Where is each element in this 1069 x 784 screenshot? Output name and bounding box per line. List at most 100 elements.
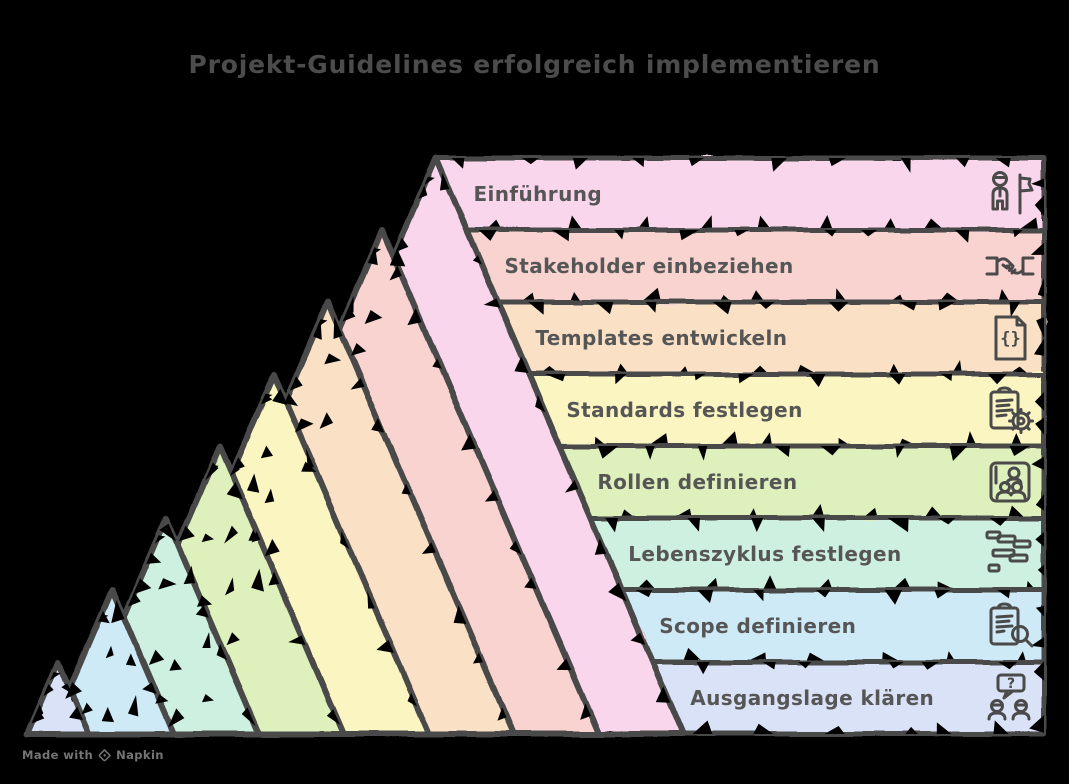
sketch-notch: [169, 658, 182, 671]
sketch-notch: [1034, 392, 1044, 411]
sketch-notch: [936, 722, 952, 734]
sketch-notch: [324, 353, 342, 365]
sketch-notch: [738, 374, 754, 384]
team-card-icon: [984, 456, 1036, 508]
sketch-notch: [820, 446, 841, 456]
band-0-fill: [436, 158, 1044, 230]
level-label: Lebenszyklus festlegen: [628, 542, 902, 566]
sketch-notch: [544, 374, 566, 382]
sketch-notch: [472, 255, 482, 265]
handshake-icon: [984, 240, 1036, 292]
sketch-notch: [861, 230, 878, 237]
sketch-notch: [551, 230, 570, 242]
sketch-notch: [376, 639, 394, 653]
sketch-notch: [295, 418, 314, 433]
sketch-notch: [614, 230, 625, 240]
sketch-notch: [924, 506, 943, 518]
sketch-notch: [750, 290, 765, 302]
level-label: Scope definieren: [659, 614, 857, 638]
band-1-fill: [466, 230, 1045, 302]
band-6-fill: [621, 590, 1044, 662]
sketch-notch: [340, 531, 350, 549]
sketch-notch: [556, 658, 572, 671]
sketch-notch: [1008, 505, 1025, 518]
sketch-notch: [451, 158, 465, 169]
sketch-notch: [632, 158, 645, 168]
sketch-notch: [142, 682, 157, 694]
sketch-notch: [697, 590, 714, 604]
sketch-notch: [424, 176, 435, 185]
sketch-notch: [1037, 277, 1044, 297]
sketch-notch: [289, 376, 303, 391]
sketch-notch: [882, 651, 902, 662]
sketch-notch: [260, 394, 273, 405]
sketch-notch: [694, 374, 706, 381]
watermark: Made with Napkin: [22, 748, 164, 762]
sketch-notch: [224, 577, 235, 596]
sketch-notch: [1033, 338, 1044, 356]
sketch-notch: [898, 302, 917, 311]
sketch-notch: [921, 662, 940, 670]
sketch-notch: [367, 246, 378, 266]
sketch-notch: [888, 374, 906, 385]
sketch-notch: [758, 302, 775, 309]
sketch-notch: [819, 215, 833, 230]
sketch-notch: [264, 538, 280, 557]
sketch-notch: [696, 662, 710, 675]
sketch-notch: [148, 649, 165, 666]
sketch-notch: [774, 446, 790, 457]
sketch-notch: [883, 218, 897, 230]
napkin-logo-icon: [98, 748, 111, 762]
sketch-notch: [753, 590, 764, 602]
sketch-notch: [564, 480, 579, 493]
sketch-notch: [965, 431, 977, 446]
sketch-notch: [395, 237, 409, 252]
sketch-notch: [824, 230, 837, 237]
sketch-notch: [439, 172, 450, 191]
sketch-notch: [432, 358, 442, 369]
svg-text:?: ?: [1007, 676, 1015, 692]
sketch-notch: [712, 302, 732, 315]
sketch-notch: [934, 590, 951, 599]
sketch-notch: [679, 230, 699, 241]
sketch-notch: [645, 302, 657, 313]
band-3-fill: [528, 374, 1044, 446]
sketch-notch: [905, 726, 918, 734]
sketch-notch: [195, 605, 209, 618]
sketch-notch: [757, 215, 772, 230]
sketch-notch: [1013, 230, 1023, 238]
sketch-notch: [483, 298, 501, 308]
sketch-notch: [937, 518, 956, 525]
sketch-notch: [1016, 651, 1027, 662]
sketch-notch: [892, 577, 912, 590]
sketch-notch: [734, 230, 749, 237]
sketch-notch: [524, 577, 537, 589]
sketch-notch: [313, 319, 322, 340]
sketch-notch: [111, 600, 125, 624]
sketch-notch: [828, 158, 846, 167]
sketch-notch: [753, 723, 774, 734]
sketch-notch: [940, 374, 953, 382]
sketch-notch: [887, 518, 909, 533]
sketch-notch: [514, 356, 529, 374]
sketch-notch: [528, 302, 544, 315]
sketch-notch: [230, 462, 240, 477]
sketch-notch: [636, 216, 650, 230]
sketch-notch: [61, 683, 72, 694]
sketch-notch: [101, 707, 115, 723]
band-5-fill: [590, 518, 1044, 590]
sketch-notch: [1034, 195, 1044, 217]
svg-text:{}: {}: [1000, 329, 1020, 349]
sketch-notch: [687, 518, 700, 532]
sketch-notch: [389, 248, 406, 267]
sketch-notch: [751, 518, 764, 533]
sketch-notch: [1031, 636, 1044, 648]
sketch-notch: [762, 575, 777, 590]
sketch-notch: [326, 709, 340, 725]
sketch-notch: [771, 158, 788, 172]
band-2-fill: [497, 302, 1044, 374]
sketch-notch: [509, 540, 522, 555]
sketch-notch: [824, 725, 845, 734]
